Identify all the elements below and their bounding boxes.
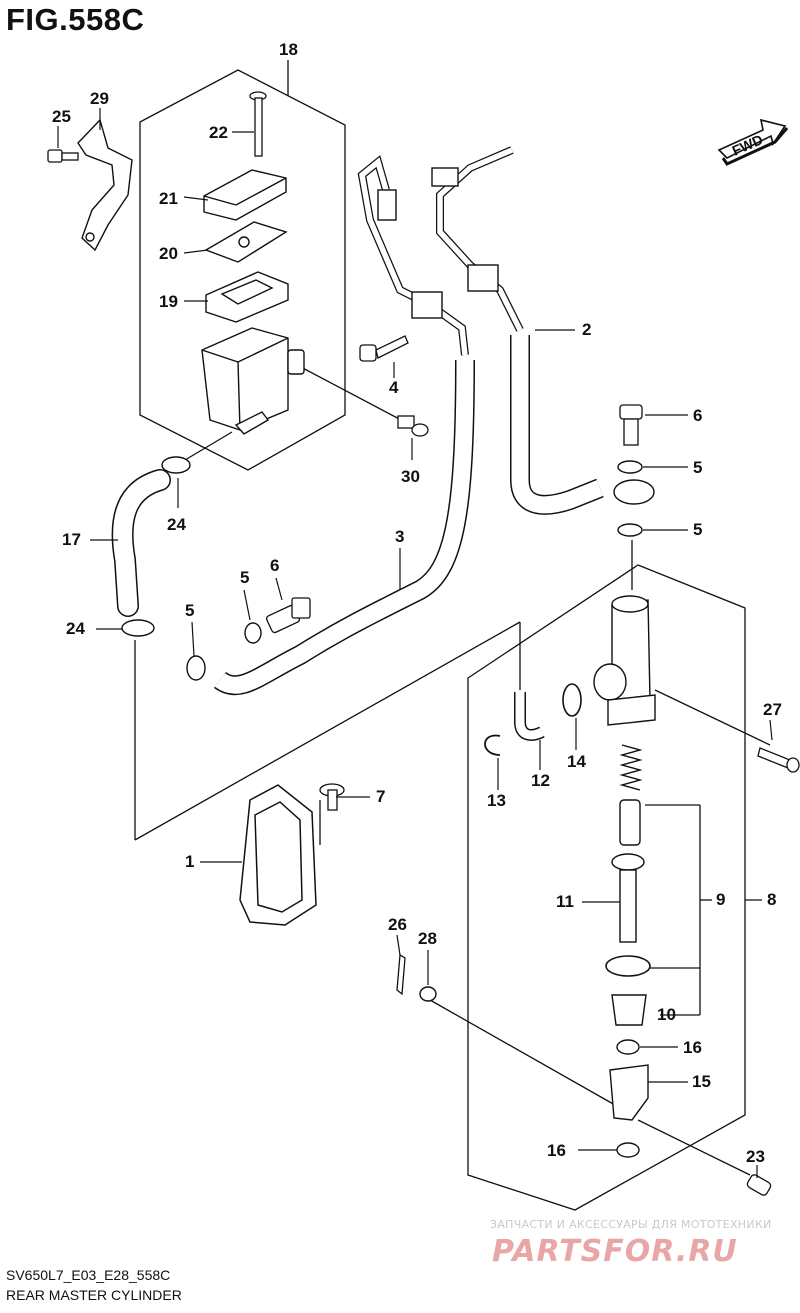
callout-6-right: 6	[693, 406, 703, 425]
diaphragm-19	[205, 271, 289, 323]
screw-7	[319, 783, 345, 811]
callout-5-left-lower: 5	[185, 601, 195, 620]
oring-14	[562, 683, 582, 717]
callout-22: 22	[209, 123, 228, 142]
union-bolt-6-right	[619, 404, 643, 446]
callout-25: 25	[52, 107, 71, 126]
callout-5-left-upper: 5	[240, 568, 250, 587]
callout-2: 2	[582, 320, 592, 339]
clamp-24-upper	[161, 456, 191, 474]
callout-26: 26	[388, 915, 407, 934]
callout-21: 21	[159, 189, 178, 208]
callout-16-lower: 16	[547, 1141, 566, 1160]
callout-10: 10	[657, 1005, 676, 1024]
callout-7: 7	[376, 787, 386, 806]
callout-12: 12	[531, 771, 550, 790]
callout-27: 27	[763, 700, 782, 719]
callout-1: 1	[185, 852, 195, 871]
bolt-27	[757, 747, 800, 773]
clevis-15	[609, 1064, 649, 1121]
figure-caption: REAR MASTER CYLINDER	[6, 1287, 182, 1303]
callout-24-lower: 24	[66, 619, 85, 638]
union-bolt-6-left	[265, 597, 311, 634]
callout-6-left: 6	[270, 556, 280, 575]
spring	[619, 744, 643, 791]
callout-19: 19	[159, 292, 178, 311]
circlip-13	[484, 734, 501, 756]
callout-9: 9	[716, 890, 726, 909]
washer-5-a	[617, 460, 643, 474]
callout-30: 30	[401, 467, 420, 486]
washer-28	[419, 986, 437, 1002]
bolt-25	[47, 149, 79, 163]
forward-direction-icon: FWD	[717, 118, 789, 166]
callout-11: 11	[556, 892, 574, 911]
callout-14: 14	[567, 752, 586, 771]
reservoir-group-outline	[139, 69, 346, 471]
callout-20: 20	[159, 244, 178, 263]
bolt-30	[397, 415, 429, 437]
callout-18: 18	[279, 40, 298, 59]
clamp-24-lower	[121, 619, 155, 637]
boot-10	[611, 994, 647, 1026]
callout-23: 23	[746, 1147, 765, 1166]
reservoir-body	[201, 327, 305, 435]
callout-4: 4	[389, 378, 399, 397]
master-cylinder-body	[593, 595, 656, 726]
nut-16-lower	[616, 1142, 640, 1158]
washer-5-c	[244, 622, 262, 644]
callout-5-right-lower: 5	[693, 520, 703, 539]
master-cylinder-group-outline	[467, 564, 746, 1211]
cover-1	[239, 784, 317, 926]
pin-23	[746, 1174, 772, 1196]
callout-17: 17	[62, 530, 81, 549]
bracket-29	[77, 118, 133, 252]
callout-15: 15	[692, 1072, 711, 1091]
washer-5-b	[617, 523, 643, 537]
figure-title: FIG.558C	[6, 2, 145, 37]
callout-8: 8	[767, 890, 777, 909]
bolt-4	[359, 335, 409, 362]
snap-ring	[605, 955, 651, 977]
callout-24-upper: 24	[167, 515, 186, 534]
callout-3: 3	[395, 527, 405, 546]
screw-22	[249, 91, 267, 157]
callout-29: 29	[90, 89, 109, 108]
washer-5-d	[186, 655, 206, 681]
plate-20	[204, 221, 288, 263]
piston-9	[619, 799, 641, 846]
figure-code: SV650L7_E03_E28_558C	[6, 1267, 171, 1283]
callout-5-right-upper: 5	[693, 458, 703, 477]
brake-hose-2	[510, 335, 604, 515]
nut-16-upper	[616, 1039, 640, 1055]
cap-21	[203, 169, 287, 221]
pushrod-11	[611, 853, 645, 943]
callout-28: 28	[418, 929, 437, 948]
cotter-pin-26	[396, 953, 406, 996]
watermark-tagline: ЗАПЧАСТИ И АКСЕССУАРЫ ДЛЯ МОТОТЕХНИКИ	[490, 1218, 772, 1231]
watermark-logo: PARTSFOR.RU	[492, 1234, 738, 1269]
callout-16-upper: 16	[683, 1038, 702, 1057]
callout-13: 13	[487, 791, 506, 810]
